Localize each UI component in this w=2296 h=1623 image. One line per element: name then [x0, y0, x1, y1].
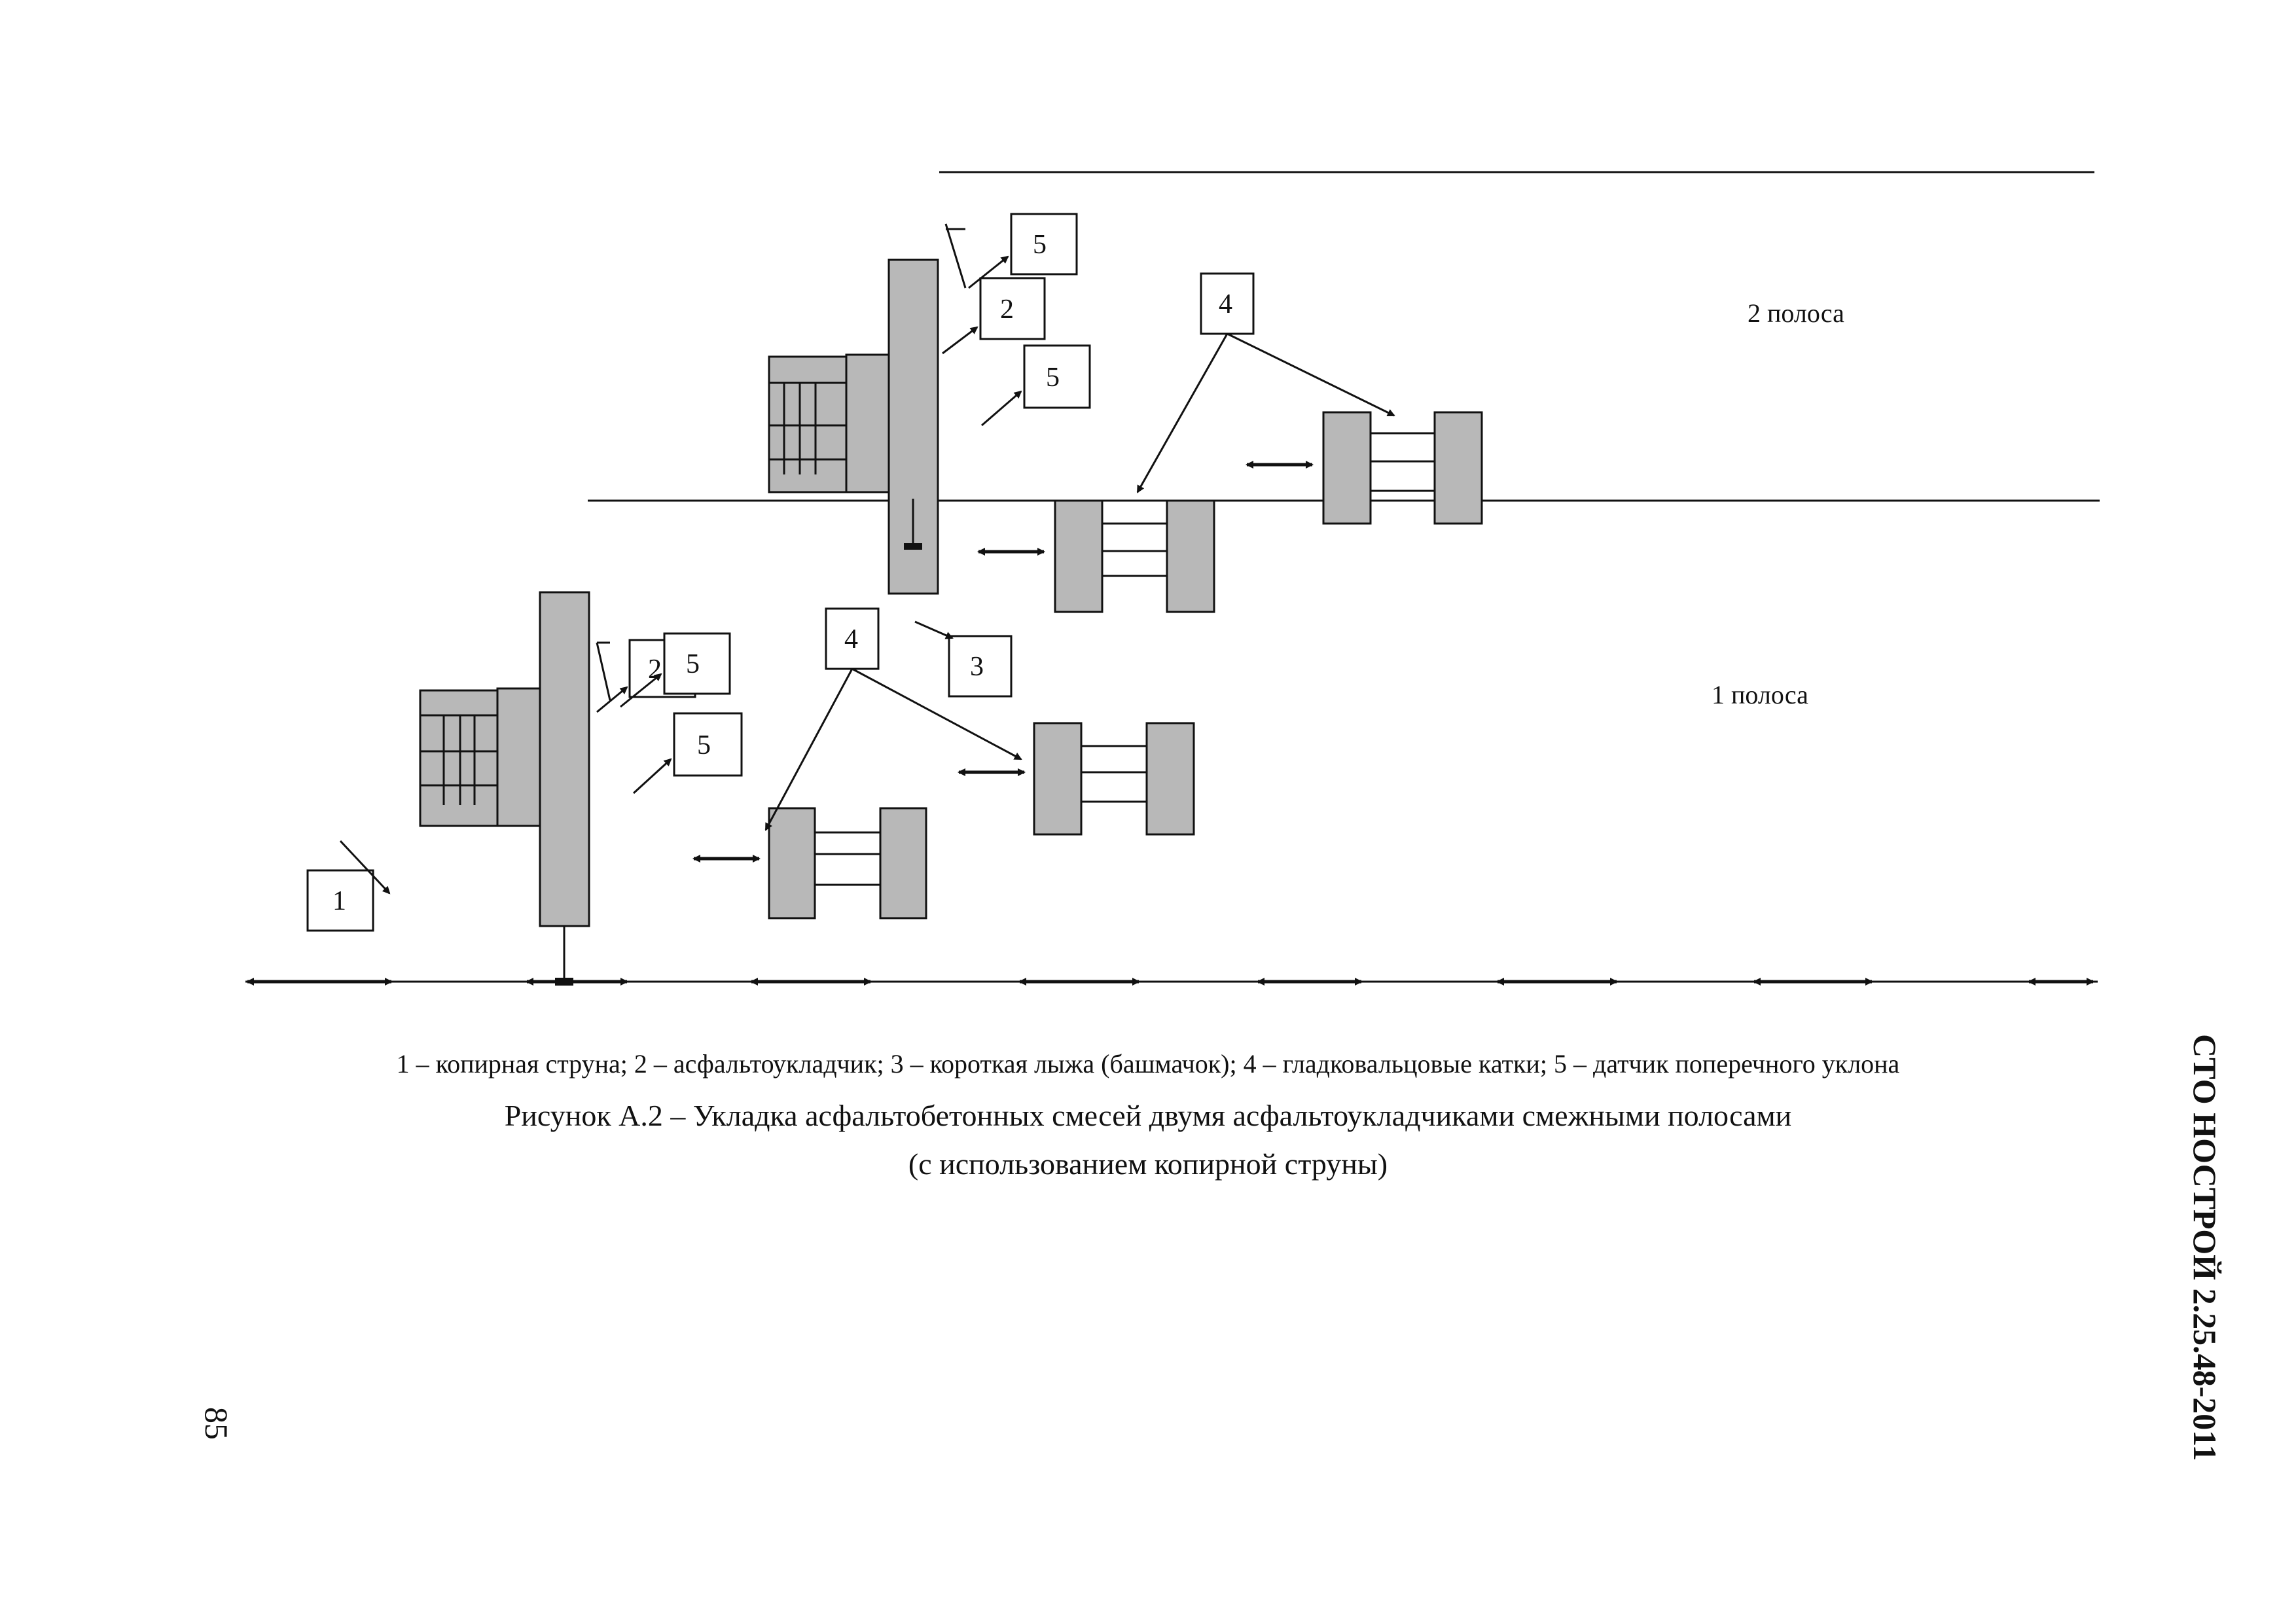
roller-lane1-front: [1033, 722, 1195, 836]
paver-lane1: [419, 591, 611, 984]
marker-3-box: [948, 635, 1013, 698]
copy-string: [245, 978, 2098, 986]
marker-5-box-lane1a: [663, 632, 731, 695]
paver2-sensor-arm: [944, 223, 967, 289]
paver2-tractor: [845, 353, 890, 493]
roller-lane2-front: [1322, 411, 1483, 525]
paver2-screed: [888, 259, 939, 595]
marker-1-box: [306, 869, 374, 932]
paver1-screed: [539, 591, 590, 927]
figure-legend: 1 – копирная струна; 2 – асфальтоукладчи…: [396, 1049, 1900, 1079]
page-number: 85: [198, 1407, 235, 1440]
roller-lane2-rear: [1054, 499, 1215, 613]
figure-title: Рисунок А.2 – Укладка асфальтобетонных с…: [504, 1099, 1792, 1132]
lane1-label: 1 полоса: [1712, 680, 1808, 709]
marker-3-label: 3: [970, 652, 984, 682]
roller-lane1-rear: [768, 807, 927, 919]
marker-5-box-lane2a: [1010, 213, 1078, 276]
paver-lane2: [768, 223, 967, 595]
marker-5-label-lane1b: 5: [697, 730, 711, 760]
marker-2-box-lane2: [979, 277, 1046, 340]
lane2-label: 2 полоса: [1748, 298, 1844, 328]
marker-5-box-lane2b: [1023, 344, 1091, 409]
paver1-hopper: [419, 689, 499, 827]
paver1-sensor-arm: [596, 642, 611, 701]
marker-4-label-lane2: 4: [1219, 289, 1232, 319]
marker-4-label-lane1: 4: [844, 624, 858, 654]
figure-subtitle: (с использованием копирной струны): [908, 1147, 1388, 1181]
marker-5-label-lane2b: 5: [1046, 363, 1060, 393]
marker-5-box-lane1b: [673, 712, 743, 777]
copy-string-arrows: [246, 978, 2094, 986]
marker-5-label-lane1a: 5: [686, 649, 700, 679]
string-stake: [555, 978, 573, 986]
marker-5-label-lane2a: 5: [1033, 230, 1047, 260]
marker-2-label-lane2: 2: [1000, 294, 1014, 325]
marker-1-label: 1: [332, 886, 346, 916]
document-id: СТО НОСТРОЙ 2.25.48-2011: [2187, 1034, 2223, 1461]
paver1-tractor: [496, 687, 541, 827]
